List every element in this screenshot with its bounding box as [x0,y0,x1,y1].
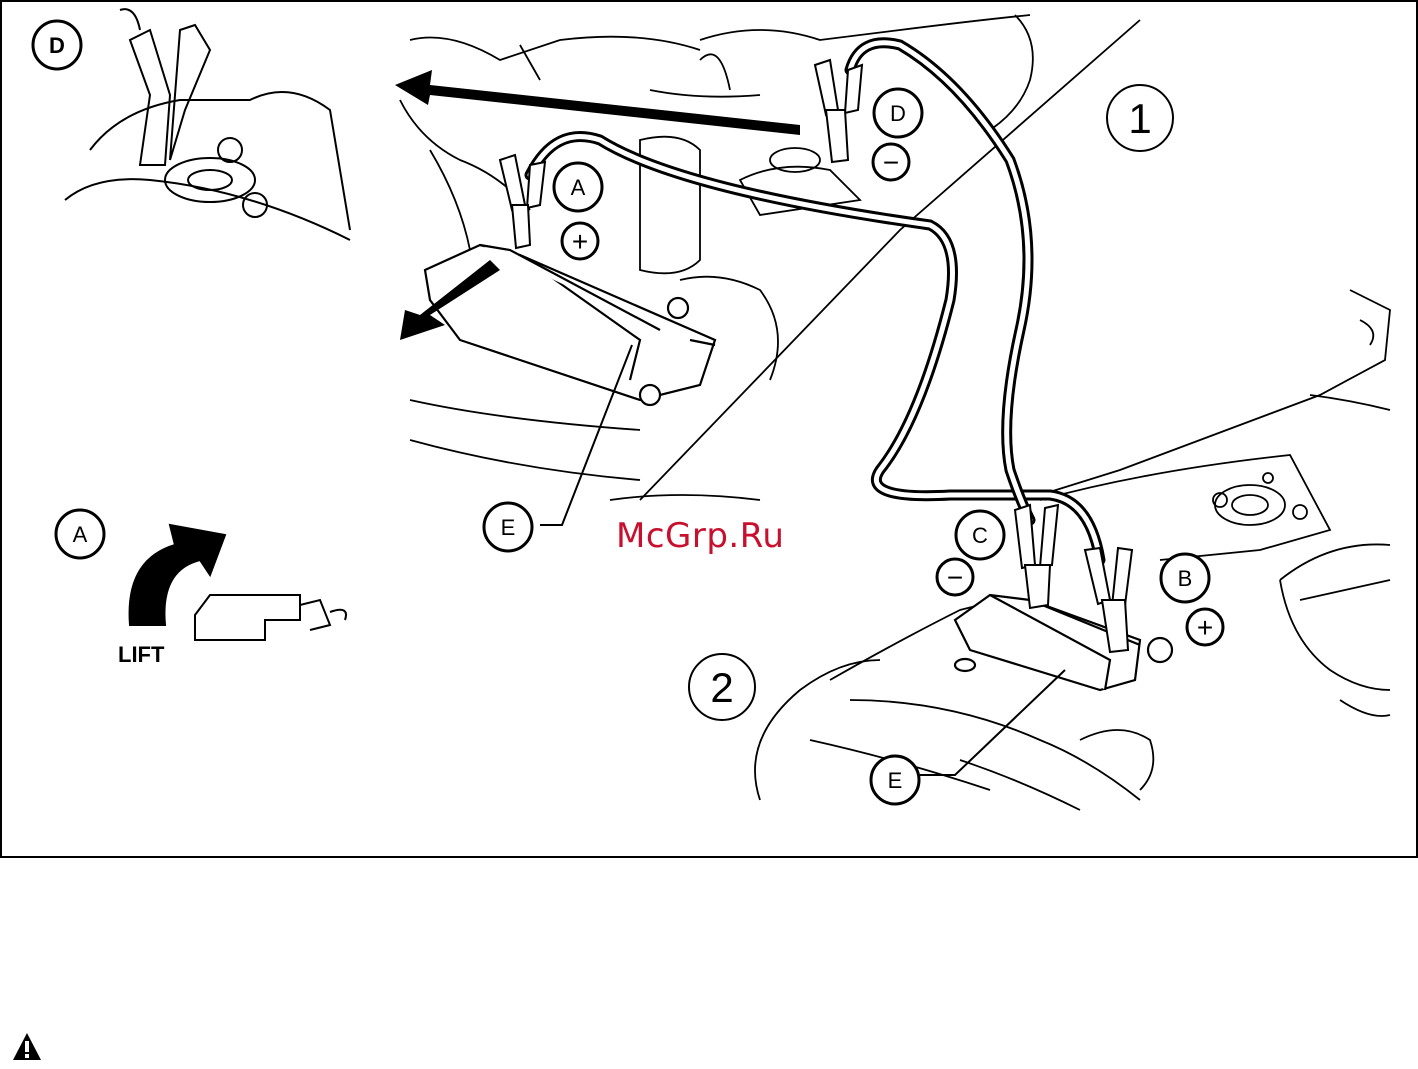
callout-e-top-text: E [501,515,516,540]
jump-start-diagram: D A LIFT [0,0,1418,860]
callout-c-text: C [972,523,988,548]
vehicle-2-engine-bay [755,290,1390,810]
polarity-c-text: − [947,562,963,593]
callout-d-text: D [890,101,906,126]
vehicle-1-label-text: 1 [1128,95,1151,142]
inset-ground-point [65,9,350,240]
lift-arrow-icon [130,525,225,625]
vehicle-1-battery [425,245,715,405]
vehicle-2-battery [955,595,1172,690]
vehicle-2-label-text: 2 [710,664,733,711]
polarity-d-text: − [883,147,899,178]
watermark: McGrp.Ru [616,516,784,556]
clamp-d [815,60,862,162]
callout-inset-d-text: D [49,33,65,58]
callout-b-text: B [1178,566,1193,591]
polarity-a-text: + [572,226,588,257]
callout-a-text: A [571,175,586,200]
callout-e-bottom-text: E [888,768,903,793]
callout-inset-a-text: A [73,522,88,547]
polarity-b-text: + [1197,612,1213,643]
warning-triangle-icon [12,1032,42,1062]
clamp-c [1015,505,1058,608]
clamp-a [500,155,545,248]
direction-arrow-icon [395,70,800,135]
battery-cover-icon [195,595,346,640]
lift-label: LIFT [118,642,165,667]
